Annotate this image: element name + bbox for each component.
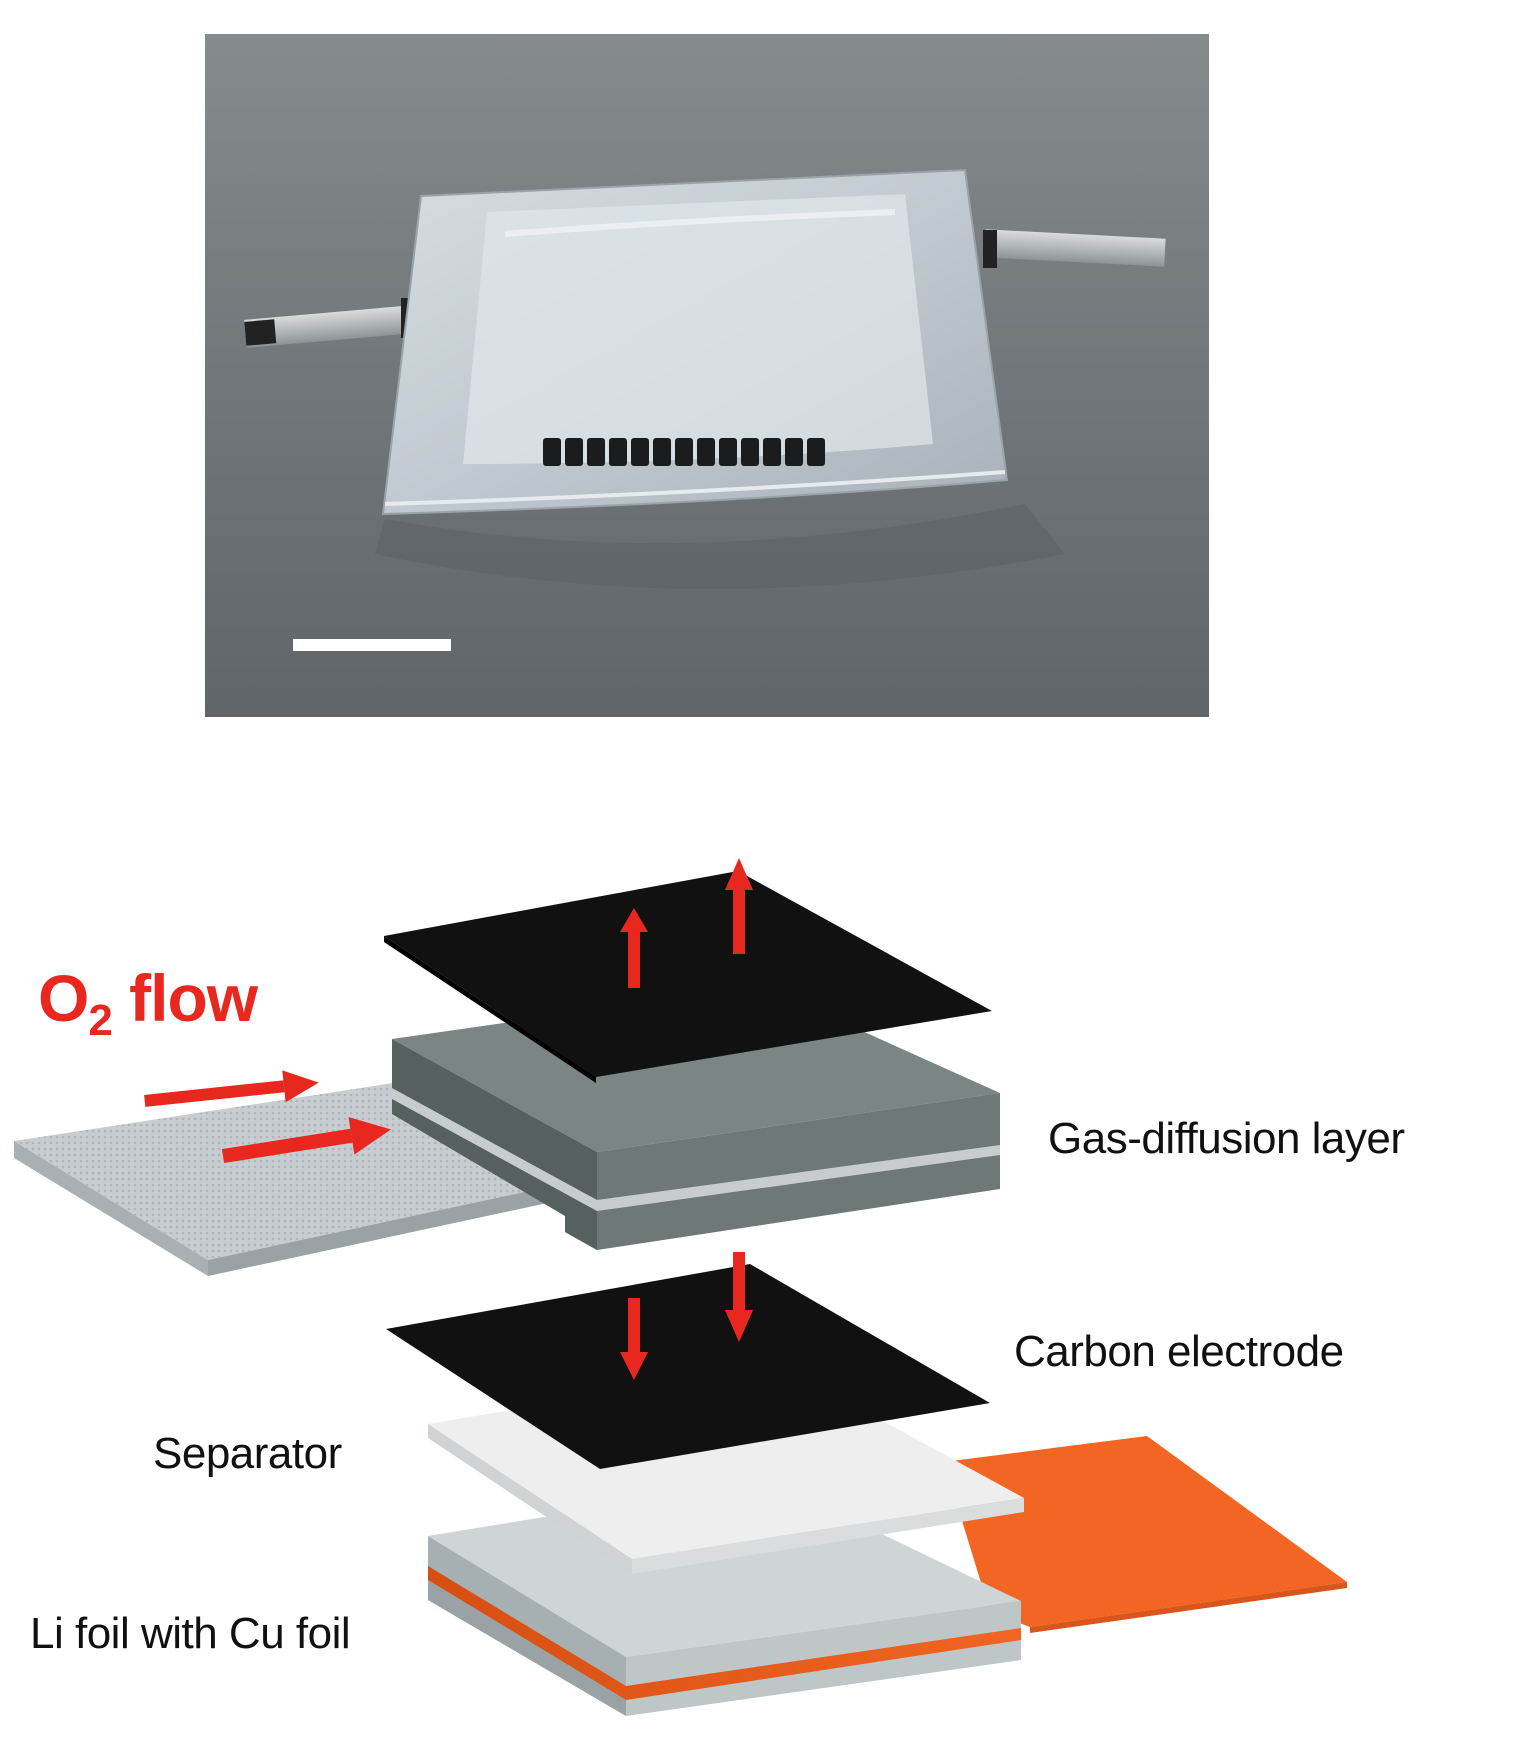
gas-diffusion-layer-label: Gas-diffusion layer <box>1048 1114 1405 1163</box>
pouch-cell-photo <box>205 34 1209 717</box>
top-carbon-sheet <box>384 871 992 1083</box>
bottom-carbon-sheet <box>386 1264 990 1469</box>
scale-bar <box>293 639 451 651</box>
carbon-electrode-label: Carbon electrode <box>1014 1327 1344 1376</box>
o2-flow-label: O2 flow <box>38 961 258 1045</box>
li-foil-label: Li foil with Cu foil <box>30 1609 351 1658</box>
lithium-foil-stack <box>428 1480 1021 1716</box>
o2-arrows <box>144 858 753 1380</box>
separator-label: Separator <box>153 1429 342 1478</box>
exploded-cell-diagram <box>14 858 1347 1716</box>
copper-foil <box>944 1436 1347 1633</box>
